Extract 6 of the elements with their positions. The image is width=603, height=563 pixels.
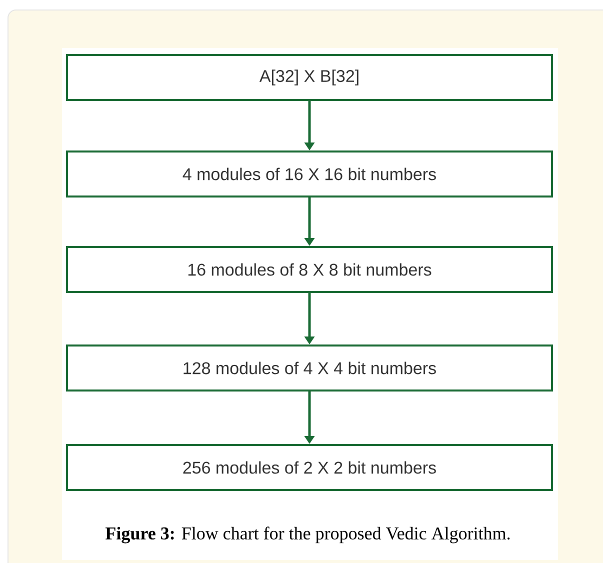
process-box: 16 modules of 8 X 8 bit numbers bbox=[66, 246, 553, 293]
process-box: A[32] X B[32] bbox=[66, 54, 553, 101]
process-box: 256 modules of 2 X 2 bit numbers bbox=[66, 444, 553, 491]
process-box: 4 modules of 16 X 16 bit numbers bbox=[66, 150, 553, 198]
figure-caption: Figure 3: Flow chart for the proposed Vedic Algorithm. bbox=[106, 526, 510, 544]
process-box: 128 modules of 4 X 4 bit numbers bbox=[66, 344, 553, 392]
